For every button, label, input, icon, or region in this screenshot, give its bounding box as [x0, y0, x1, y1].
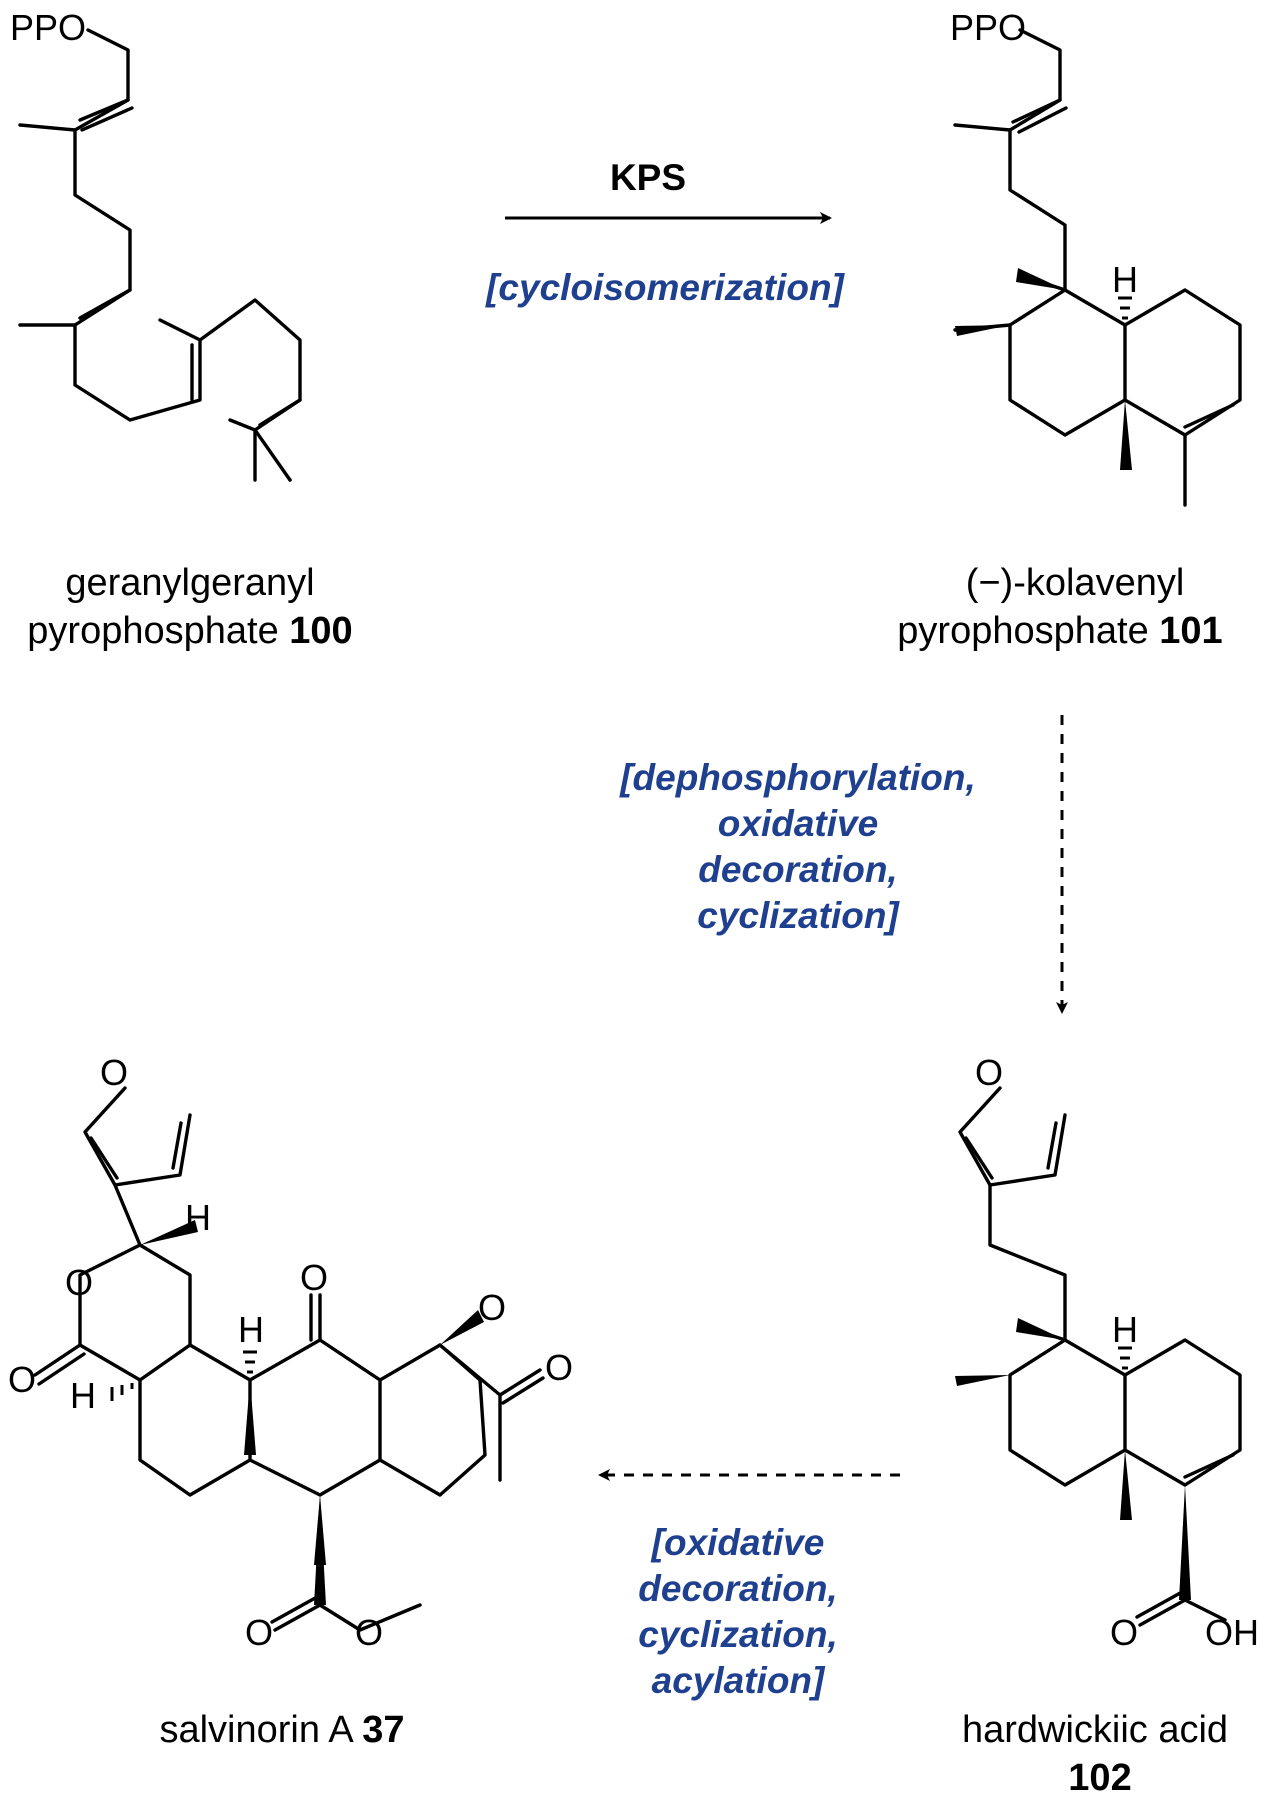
step2-condition-line3: decoration, — [698, 849, 897, 890]
kpp-wedge-methyl — [955, 325, 1010, 336]
salvinorin-h-mid: H — [238, 1309, 264, 1350]
salvinorin-hash-h-mid — [243, 1350, 257, 1374]
salvinorin-number: 37 — [362, 1709, 404, 1751]
salvinorin-name-line: salvinorin A 37 — [159, 1709, 404, 1751]
kpp-name-text: pyrophosphate — [897, 610, 1148, 652]
ggpp-name-line2: pyrophosphate 100 — [27, 610, 352, 652]
salvinorin-acetyl-o: O — [545, 1347, 573, 1388]
ggpp-structure — [18, 28, 302, 482]
salvinorin-ester-o: O — [478, 1287, 506, 1328]
hardwickiic-wedge-2 — [1016, 1318, 1065, 1340]
ggpp-ppo-label: PPO — [10, 7, 86, 48]
kpp-name-line2: pyrophosphate 101 — [897, 610, 1222, 652]
salvinorin-co2me-o1: O — [245, 1612, 273, 1653]
hardwickiic-wedge-1 — [955, 1375, 1010, 1386]
salvinorin-structure — [33, 1086, 545, 1632]
hardwickiic-wedge-cooh — [1179, 1485, 1191, 1600]
hardwickiic-name: hardwickiic acid — [962, 1709, 1228, 1751]
salvinorin-co2me-o2: O — [355, 1612, 383, 1653]
step2-condition-line2: oxidative — [718, 803, 878, 844]
hardwickiic-oh: OH — [1205, 1612, 1259, 1653]
hardwickiic-h-label: H — [1112, 1309, 1138, 1350]
kpp-wedge-methyl3 — [1120, 400, 1132, 470]
salvinorin-hash-h-low — [110, 1383, 134, 1401]
kpp-hash-h — [1118, 296, 1132, 320]
step2-condition-line4: cyclization] — [697, 895, 900, 936]
salvinorin-ketone-o: O — [300, 1257, 328, 1298]
salvinorin-h-top: H — [185, 1197, 211, 1238]
salvinorin-wedge-h — [140, 1220, 198, 1245]
hardwickiic-structure — [958, 1086, 1242, 1627]
ggpp-number: 100 — [289, 610, 352, 652]
step3-condition-line1: [oxidative — [651, 1522, 825, 1563]
hardwickiic-furan-o: O — [975, 1052, 1003, 1093]
salvinorin-h-low: H — [70, 1375, 96, 1416]
salvinorin-wedge-oac — [440, 1310, 484, 1345]
kpp-name-line1: (−)-kolavenyl — [966, 562, 1185, 604]
salvinorin-furan-o: O — [100, 1052, 128, 1093]
salvinorin-wedge-co2me — [314, 1495, 326, 1605]
hardwickiic-hash-h — [1118, 1346, 1132, 1370]
kpp-structure — [953, 28, 1242, 507]
kpp-ppo-label: PPO — [950, 7, 1026, 48]
hardwickiic-number: 102 — [1068, 1757, 1131, 1799]
hardwickiic-wedge-3 — [1120, 1450, 1132, 1520]
step1-reagent: KPS — [610, 157, 686, 198]
step2-condition-line1: [dephosphorylation, — [619, 757, 976, 798]
step3-condition-line2: decoration, — [638, 1568, 837, 1609]
ggpp-name-line1: geranylgeranyl — [65, 562, 314, 604]
kpp-number: 101 — [1159, 610, 1222, 652]
ggpp-name-text: pyrophosphate — [27, 610, 278, 652]
salvinorin-lactone-o: O — [65, 1262, 93, 1303]
salvinorin-lactone-co: O — [8, 1359, 36, 1400]
kpp-h-label: H — [1112, 259, 1138, 300]
salvinorin-name: salvinorin A — [159, 1709, 354, 1751]
hardwickiic-acid-o: O — [1110, 1612, 1138, 1653]
step3-condition-line4: acylation] — [652, 1660, 826, 1701]
step1-condition: [cycloisomerization] — [485, 267, 845, 308]
step3-condition-line3: cyclization, — [638, 1614, 837, 1655]
kpp-wedge-methyl2 — [1016, 268, 1065, 290]
salvinorin-wedge-methyl1 — [244, 1380, 256, 1455]
